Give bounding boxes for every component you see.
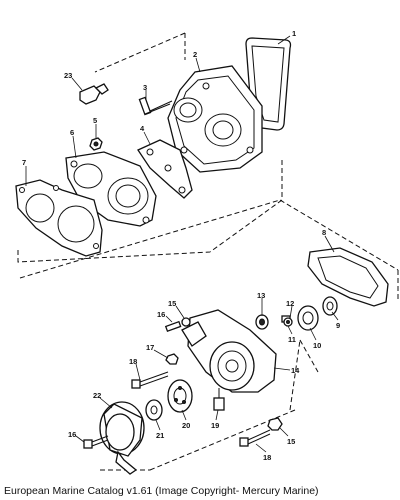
part-21-washer bbox=[145, 399, 163, 421]
callout-13: 13 bbox=[257, 291, 265, 300]
lower-assembly-enclosure bbox=[19, 199, 399, 471]
callout-18: 18 bbox=[129, 357, 137, 366]
part-15-washer bbox=[181, 317, 191, 327]
part-4-bracket bbox=[137, 139, 193, 199]
part-15-washer-lower bbox=[267, 417, 283, 431]
callout-23: 23 bbox=[64, 71, 72, 80]
callout-6: 6 bbox=[70, 128, 74, 137]
callout-3: 3 bbox=[143, 83, 147, 92]
part-7-gasket bbox=[15, 179, 103, 257]
part-6-cover bbox=[65, 151, 157, 227]
callout-5: 5 bbox=[93, 116, 97, 125]
callout-21: 21 bbox=[156, 431, 164, 440]
part-12-seal bbox=[283, 317, 293, 327]
part-18-bolt-lower bbox=[239, 429, 271, 447]
callout-18-lower: 18 bbox=[263, 453, 271, 462]
callout-12: 12 bbox=[286, 299, 294, 308]
part-16-screw-lower bbox=[83, 435, 109, 449]
part-9-washer bbox=[322, 296, 338, 316]
callout-2: 2 bbox=[193, 50, 197, 59]
part-17-nut bbox=[165, 353, 179, 365]
callout-20: 20 bbox=[182, 421, 190, 430]
callout-16-lower: 16 bbox=[68, 430, 76, 439]
callout-4: 4 bbox=[140, 124, 145, 133]
callout-11: 11 bbox=[288, 335, 296, 344]
image-caption: European Marine Catalog v1.61 (Image Cop… bbox=[4, 485, 319, 497]
part-13-seal bbox=[255, 314, 269, 330]
part-8-gasket bbox=[307, 247, 389, 307]
callout-9: 9 bbox=[336, 321, 340, 330]
callout-15-lower: 15 bbox=[287, 437, 295, 446]
upper-assembly-enclosure bbox=[17, 32, 283, 263]
part-18-bolt bbox=[131, 371, 169, 389]
part-10-cap bbox=[297, 305, 319, 331]
callout-19: 19 bbox=[211, 421, 219, 430]
part-20-plate bbox=[167, 379, 193, 413]
callout-17: 17 bbox=[146, 343, 154, 352]
part-22-end-cover bbox=[99, 401, 145, 475]
exploded-parts-diagram: 1 2 3 4 5 6 7 23 8 9 10 11 12 13 14 15 1… bbox=[15, 29, 399, 475]
callout-labels: 1 2 3 4 5 6 7 23 8 9 10 11 12 13 14 15 1… bbox=[22, 29, 340, 462]
callout-8: 8 bbox=[322, 228, 326, 237]
callout-10: 10 bbox=[313, 341, 321, 350]
leader-lines bbox=[25, 35, 339, 453]
part-16-screw bbox=[164, 320, 182, 333]
part-14-pump-body bbox=[181, 309, 277, 393]
callout-16: 16 bbox=[157, 310, 165, 319]
callout-22: 22 bbox=[93, 391, 101, 400]
part-5-nut bbox=[89, 137, 103, 151]
part-19-fitting bbox=[213, 388, 225, 411]
callout-7: 7 bbox=[22, 158, 26, 167]
part-23-fitting bbox=[79, 83, 109, 105]
callout-1: 1 bbox=[292, 29, 296, 38]
part-2-housing bbox=[167, 65, 263, 173]
part-3-bolt bbox=[138, 96, 173, 116]
callout-15: 15 bbox=[168, 299, 176, 308]
callout-14: 14 bbox=[291, 366, 300, 375]
